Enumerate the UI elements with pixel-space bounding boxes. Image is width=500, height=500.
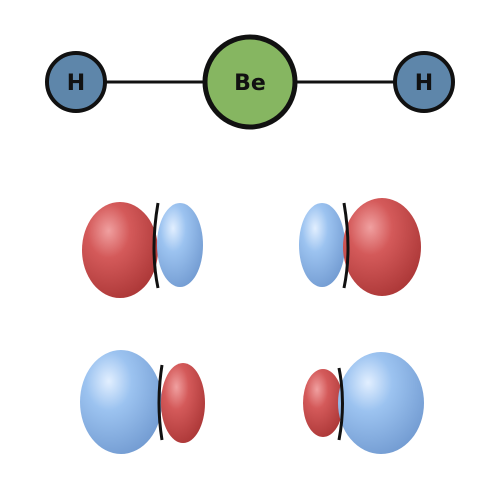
atom-h-right-label: H [415, 71, 433, 96]
atom-h-left-label: H [67, 71, 85, 96]
atom-h-right-circle [393, 51, 455, 113]
orbital-row2-right [303, 352, 424, 454]
orbital-row1-right-red-lobe [343, 198, 421, 296]
orbital-row2-right-blue-lobe [338, 352, 424, 454]
atom-h-left: H [45, 51, 107, 113]
orbital-row1-right-blue-lobe [299, 203, 345, 287]
orbital-row1-right [299, 198, 421, 296]
orbital-row2-left-red-lobe [161, 363, 205, 443]
orbital-row1-right-node [342, 202, 350, 289]
orbital-row2-left-blue-lobe [80, 350, 162, 454]
orbital-row1-left-red-lobe [82, 202, 158, 298]
atom-be-center: Be [202, 34, 298, 130]
orbital-row2-right-node [337, 367, 344, 441]
orbital-row2-left [80, 350, 205, 454]
orbital-row1-left-blue-lobe [157, 203, 203, 287]
orbital-row1-left [82, 202, 203, 298]
orbital-row1-left-node [152, 202, 160, 289]
atom-be-circle [202, 34, 298, 130]
orbital-row2-left-node [157, 364, 164, 441]
atom-be-label: Be [234, 71, 266, 96]
orbital-row2-right-red-lobe [303, 369, 343, 437]
atom-h-right: H [393, 51, 455, 113]
atom-h-left-circle [45, 51, 107, 113]
